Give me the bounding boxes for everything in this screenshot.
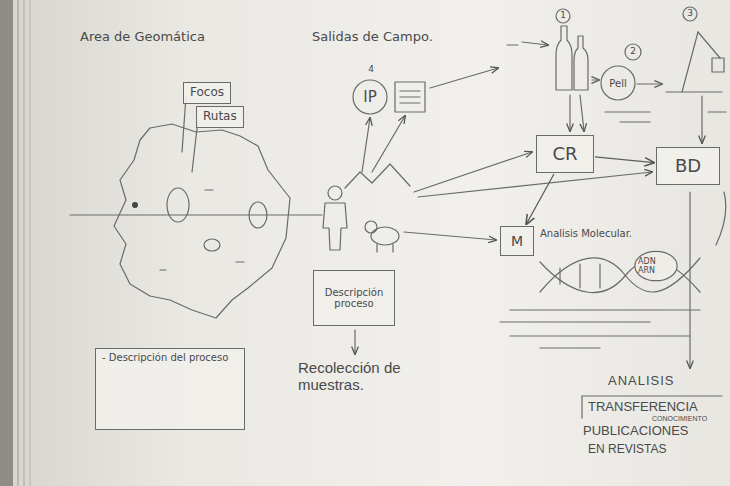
node-text: - Descripción del proceso xyxy=(102,352,238,364)
step-label: PUBLICACIONES xyxy=(583,424,688,438)
arrow-line xyxy=(580,95,584,131)
sketch-line xyxy=(605,111,650,112)
map-mark xyxy=(236,261,244,262)
arrow-line xyxy=(592,79,599,80)
page-edge xyxy=(0,0,13,486)
area-title: Area de Geomática xyxy=(80,30,205,44)
dog-body xyxy=(371,227,399,245)
dna-rung xyxy=(559,268,560,284)
node-text: ADN ARN xyxy=(638,257,674,275)
molecule-oval: ADN ARN xyxy=(634,250,678,282)
machine-arm xyxy=(682,32,698,92)
person-body xyxy=(323,203,347,250)
step-label: Analisis Molecular. xyxy=(540,228,632,239)
sketch-line xyxy=(620,121,650,122)
icon-sheet xyxy=(395,82,425,112)
node-text: M xyxy=(507,233,527,249)
process-box: M xyxy=(500,226,534,256)
arrow-line xyxy=(404,232,496,240)
leader-line xyxy=(182,96,186,152)
sketch-line xyxy=(716,192,726,245)
sketch-line xyxy=(500,321,650,322)
sketch-line xyxy=(510,335,690,336)
machine-base xyxy=(666,91,722,92)
icon-text: Pell xyxy=(609,78,626,89)
leader-line xyxy=(192,120,198,172)
process-box: CR xyxy=(536,135,594,173)
arrow-line xyxy=(414,152,532,192)
dog-head xyxy=(365,221,377,233)
sketch-line xyxy=(510,309,700,310)
bottle xyxy=(574,36,588,90)
callout-number: 2 xyxy=(630,47,636,57)
arrow-line xyxy=(430,68,498,88)
machine-head xyxy=(712,58,724,72)
node-text: Descripción proceso xyxy=(320,287,388,310)
step-label: Recolección de muestras. xyxy=(298,360,428,393)
section-title: Salidas de Campo. xyxy=(312,30,433,44)
page-edge-line xyxy=(29,0,30,486)
step-label: CONOCIMIENTO xyxy=(652,415,707,423)
step-label: EN REVISTAS xyxy=(588,443,666,456)
node-text: BD xyxy=(663,156,713,177)
person-head xyxy=(328,186,342,200)
callout-number: 4 xyxy=(368,65,374,75)
arrow-line xyxy=(689,192,690,368)
legend-box: Rutas xyxy=(196,106,244,128)
arrow-line xyxy=(372,116,405,172)
map-mark xyxy=(160,269,166,270)
dog-leg xyxy=(376,244,377,252)
dash xyxy=(507,44,518,45)
database-box: BD xyxy=(656,147,720,185)
icon-line xyxy=(400,102,420,103)
sketch-line xyxy=(708,111,726,112)
description-box: - Descripción del proceso xyxy=(95,348,245,430)
dog-leg xyxy=(392,244,393,252)
legend-box: Focos xyxy=(183,82,231,104)
arrow-line xyxy=(418,172,652,197)
axis-line xyxy=(70,214,322,215)
dna-rung xyxy=(599,264,600,288)
oval-outline xyxy=(635,251,677,280)
node-text: Focos xyxy=(190,86,224,100)
bottle xyxy=(556,26,572,90)
icon-line xyxy=(400,96,420,97)
map-mark xyxy=(205,189,213,190)
arrow-line xyxy=(637,83,662,84)
page-edge-line xyxy=(23,0,24,486)
arrow-line xyxy=(569,95,570,131)
icon-circle xyxy=(353,80,387,114)
callout-number: 1 xyxy=(560,11,566,21)
page-edge-line xyxy=(17,0,18,486)
description-box: Descripción proceso xyxy=(313,270,395,326)
arrow-line xyxy=(354,330,355,354)
machine-arm xyxy=(698,32,720,58)
icon-line xyxy=(400,90,420,91)
icon-circle xyxy=(601,66,635,100)
step-label: ANALISIS xyxy=(608,374,675,388)
node-text: Rutas xyxy=(203,110,237,124)
callout-circle xyxy=(556,9,570,23)
sketch-line xyxy=(540,347,600,348)
dna-rung xyxy=(579,264,580,288)
node-text: CR xyxy=(543,144,587,165)
bracket-line xyxy=(581,396,582,418)
map-region xyxy=(167,188,189,222)
connector-arrow xyxy=(526,174,554,224)
callout-circle xyxy=(683,7,697,21)
bracket-line xyxy=(582,395,722,396)
map-region xyxy=(204,239,220,251)
mountains xyxy=(345,164,410,188)
callout-number: 3 xyxy=(687,9,693,19)
icon-text: IP xyxy=(363,89,376,106)
callout-circle xyxy=(625,44,641,60)
map-dot xyxy=(132,202,138,208)
arrow-line xyxy=(701,96,702,143)
arrow-line xyxy=(522,42,548,45)
arrow-line xyxy=(362,118,370,172)
map-outline xyxy=(114,124,290,318)
connector-arrow xyxy=(595,157,654,163)
step-label: TRANSFERENCIA xyxy=(588,400,698,414)
